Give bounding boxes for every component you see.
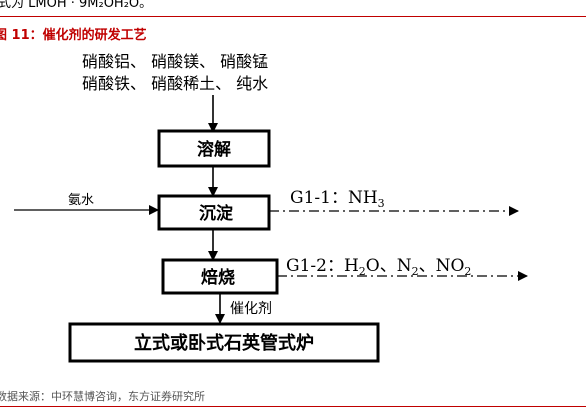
emission-h2o-h: H (344, 256, 359, 276)
step-precipitate: 沉淀 (157, 194, 271, 231)
emission-g1-1-label: G1-1： (290, 188, 348, 208)
emission-n2-n: N (397, 256, 412, 276)
ammonia-label: 氨水 (68, 193, 94, 208)
step-dissolve-label: 溶解 (197, 139, 231, 160)
step-precipitate-label: 沉淀 (199, 203, 234, 224)
emission-nh3: NH (348, 188, 378, 208)
step-roast: 焙烧 (161, 258, 279, 295)
header-text: 式为 LMOH · 9M₂OH₂O。 (0, 0, 153, 11)
catalyst-label: 催化剂 (230, 301, 272, 317)
emission-h2o-sub: 2 (359, 265, 366, 278)
source-note: 数据来源：中环慧博咨询，东方证券研究所 (0, 390, 205, 403)
emission-no2: NO (436, 256, 465, 276)
emission-h2o-o: O、 (366, 256, 397, 276)
emission-g1-1: G1-1：NH3 (290, 188, 385, 210)
raw-materials-line1: 硝酸铝、 硝酸镁、 硝酸锰 (82, 52, 268, 71)
step-roast-label: 焙烧 (201, 267, 235, 288)
emission-g1-2: G1-2：H2O、N2、NO2 (286, 256, 471, 278)
step-dissolve: 溶解 (157, 129, 271, 168)
emission-no2-sub: 2 (464, 265, 471, 278)
raw-materials-line2: 硝酸铁、 硝酸稀土、 纯水 (82, 74, 268, 93)
top-rule (0, 16, 586, 17)
emission-nh3-sub: 3 (378, 197, 385, 210)
step-furnace-label: 立式或卧式石英管式炉 (134, 332, 314, 354)
figure-title: 图 11：催化剂的研发工艺 (0, 28, 147, 43)
emission-n2-sep: 、 (419, 256, 436, 276)
step-furnace: 立式或卧式石英管式炉 (68, 322, 380, 363)
emission-g1-2-label: G1-2： (286, 256, 344, 276)
emission-n2-sub: 2 (412, 265, 419, 278)
bottom-rule (0, 406, 586, 407)
